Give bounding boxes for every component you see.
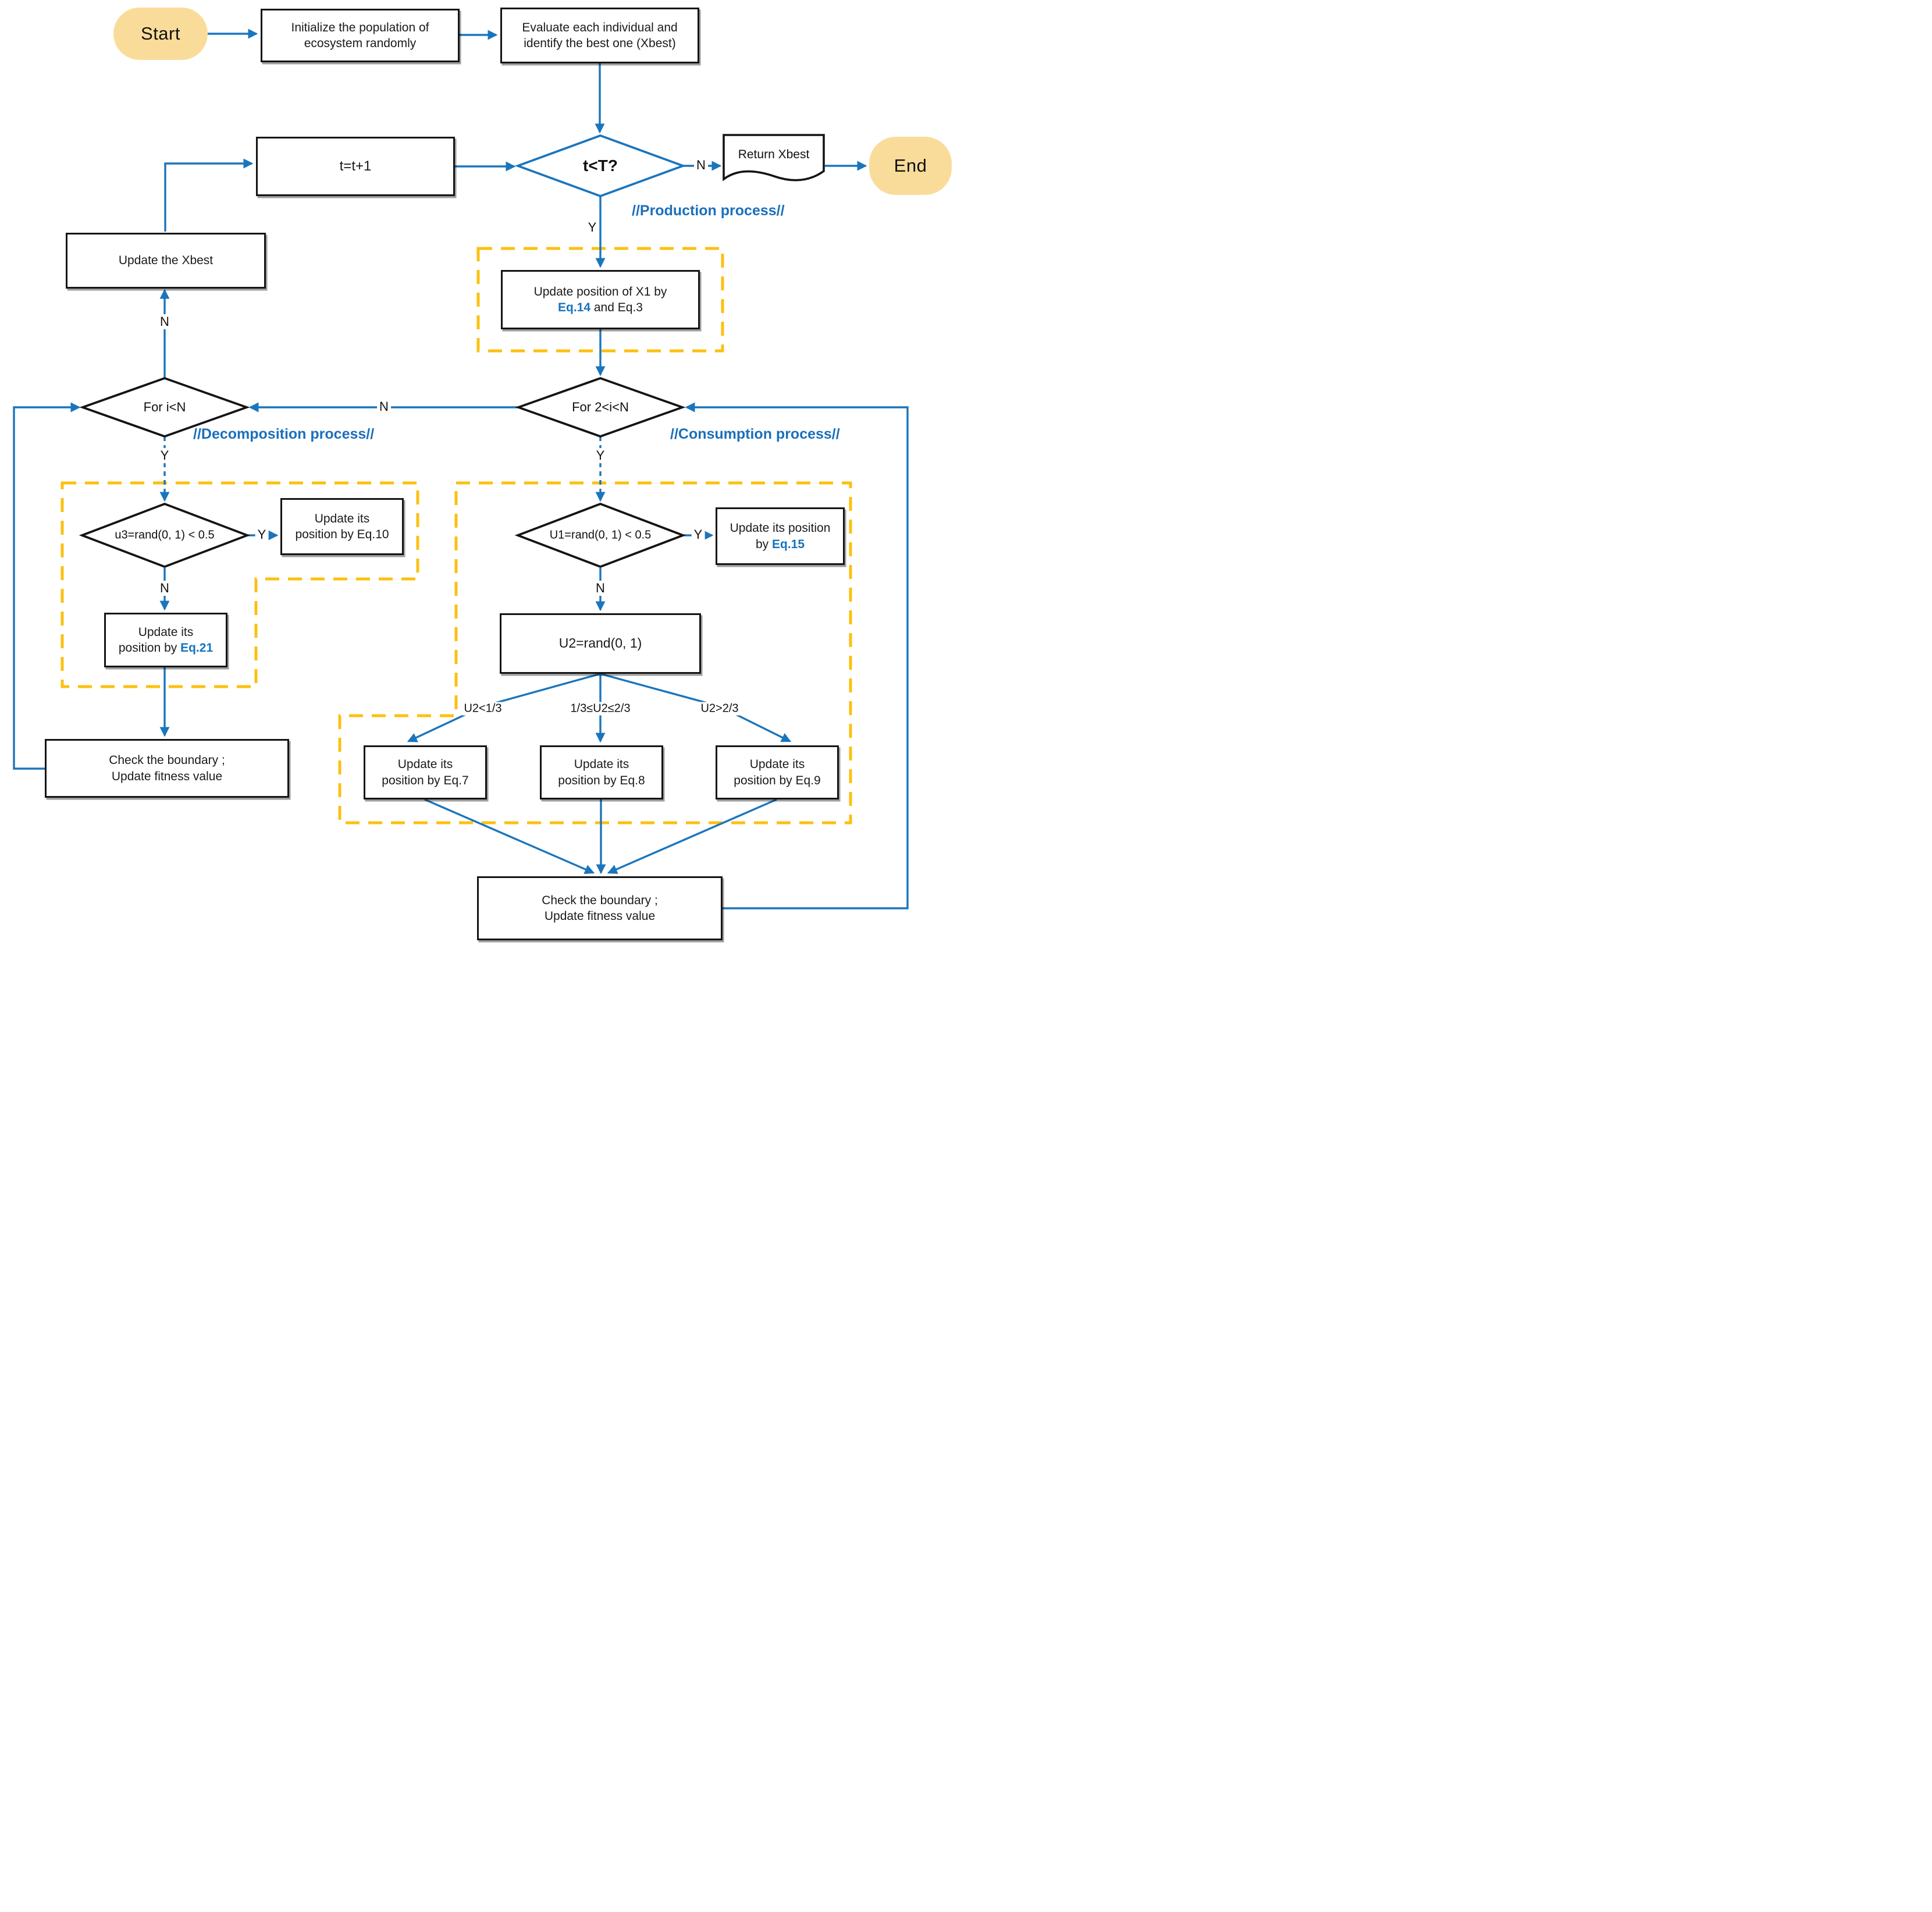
eq7-line2: position by Eq.7	[382, 773, 469, 787]
eq21-eq: Eq.21	[180, 641, 214, 655]
diamonds	[79, 134, 686, 568]
eq21-line1: Update its	[138, 625, 194, 639]
edge-checkleft-fori-loop	[13, 402, 81, 770]
start-terminal: Start	[113, 8, 208, 60]
return-xbest-document-shape	[723, 134, 825, 182]
evaluate-line1: Evaluate each individual and	[522, 20, 678, 34]
flowchart-canvas: Start End Initialize the population of e…	[0, 0, 966, 956]
eq8-line1: Update its	[574, 758, 629, 772]
eq7-box: Update its position by Eq.7	[364, 745, 487, 799]
branch-lt-label: U2<1/3	[462, 702, 504, 716]
u1-diamond-shape	[514, 502, 686, 568]
for-i-diamond-shape	[79, 376, 250, 438]
update-xbest-box: Update the Xbest	[66, 233, 266, 289]
consumption-region-outline	[338, 481, 852, 824]
eq9-line2: position by Eq.9	[734, 773, 821, 787]
u3-no-label: N	[158, 581, 172, 596]
eq10-line1: Update its	[314, 511, 370, 525]
update-x1-eq14: Eq.14	[558, 301, 591, 314]
check-bottom-box: Check the boundary ; Update fitness valu…	[477, 876, 723, 940]
edge-eq7-checkbottom	[424, 798, 595, 874]
evaluate-box: Evaluate each individual and identify th…	[500, 8, 699, 63]
eq8-box: Update its position by Eq.8	[540, 745, 663, 799]
check-bottom-line2: Update fitness value	[544, 909, 656, 923]
eq7-line1: Update its	[397, 758, 453, 772]
update-x1-box: Update position of X1 by Eq.14 and Eq.3	[501, 270, 700, 329]
end-label: End	[894, 155, 927, 176]
end-terminal: End	[869, 137, 952, 195]
update-x1-rest: and Eq.3	[590, 301, 643, 314]
edge-eq9-checkbottom	[607, 798, 777, 874]
for-2i-diamond-shape	[515, 376, 686, 438]
u3-diamond-shape	[79, 502, 251, 568]
t-check-diamond-shape	[514, 134, 686, 198]
branch-mid-label: 1/3≤U2≤2/3	[568, 702, 632, 716]
return-xbest-label: Return Xbest	[738, 148, 810, 161]
branch-gt-label: U2>2/3	[699, 702, 741, 716]
check-left-line1: Check the boundary ;	[109, 754, 225, 767]
u3-yes-label: Y	[255, 527, 269, 542]
eq15-line1: Update its position	[730, 521, 831, 535]
decomposition-region-outline	[61, 481, 419, 688]
u1-no-label: N	[593, 581, 607, 596]
t-check-label: t<T?	[583, 157, 618, 175]
u2-label: U2=rand(0, 1)	[558, 635, 642, 651]
update-x1-line1: Update position of X1 by	[533, 285, 667, 298]
decomposition-section-title: //Decomposition process//	[193, 426, 375, 442]
eq15-pre: by	[755, 537, 772, 551]
tcheck-no-label: N	[694, 158, 708, 173]
fori-yes-label: Y	[158, 448, 172, 463]
u1-yes-label: Y	[691, 527, 705, 542]
for-2i-label: For 2<i<N	[572, 400, 629, 414]
consumption-section-title: //Consumption process//	[670, 426, 840, 442]
eq15-eq: Eq.15	[771, 537, 805, 551]
connector-layer	[13, 29, 909, 909]
check-bottom-line1: Check the boundary ;	[542, 893, 658, 907]
eq10-box: Update its position by Eq.10	[280, 498, 404, 555]
u3-check-label: u3=rand(0, 1) < 0.5	[115, 528, 215, 542]
eq15-box: Update its position by Eq.15	[716, 507, 845, 565]
evaluate-line2: identify the best one (Xbest)	[524, 37, 676, 50]
eq8-line2: position by Eq.8	[558, 773, 645, 787]
u2-box: U2=rand(0, 1)	[500, 613, 701, 674]
production-section-title: //Production process//	[632, 202, 785, 219]
initialize-box: Initialize the population of ecosystem r…	[261, 9, 460, 62]
initialize-line2: ecosystem randomly	[304, 37, 417, 50]
check-left-line2: Update fitness value	[111, 769, 223, 783]
eq10-line2: position by Eq.10	[295, 528, 389, 541]
initialize-line1: Initialize the population of	[291, 20, 429, 34]
fori-no-label: N	[158, 314, 172, 329]
increment-label: t=t+1	[339, 158, 372, 175]
for2i-no-label: N	[377, 399, 391, 414]
u1-check-label: U1=rand(0, 1) < 0.5	[549, 528, 652, 542]
for-i-label: For i<N	[143, 400, 186, 414]
eq21-pre: position by	[118, 641, 181, 655]
tcheck-yes-label: Y	[585, 220, 599, 235]
edge-updatexbest-increment	[164, 158, 254, 232]
for2i-yes-label: Y	[593, 448, 607, 463]
eq21-box: Update its position by Eq.21	[104, 613, 227, 667]
update-xbest-label: Update the Xbest	[118, 254, 214, 268]
edge-checkbottom-for2i-loop	[685, 402, 909, 909]
start-label: Start	[141, 23, 180, 44]
eq9-box: Update its position by Eq.9	[716, 745, 839, 799]
check-left-box: Check the boundary ; Update fitness valu…	[45, 739, 289, 798]
increment-box: t=t+1	[256, 137, 455, 196]
eq9-line1: Update its	[749, 758, 805, 772]
